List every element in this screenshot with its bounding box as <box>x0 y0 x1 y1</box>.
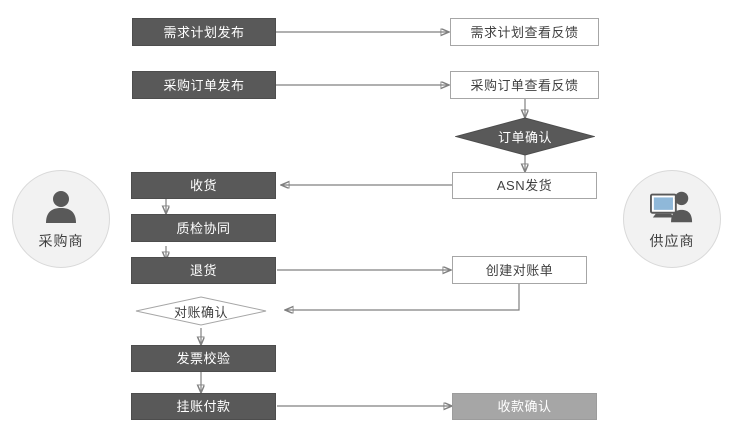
actor-supplier-label: 供应商 <box>649 233 695 249</box>
node-create-statement[interactable]: 创建对账单 <box>452 256 587 284</box>
node-purchase-order-publish[interactable]: 采购订单发布 <box>132 71 276 99</box>
actor-buyer-label: 采购商 <box>38 233 84 249</box>
node-return[interactable]: 退货 <box>131 257 276 284</box>
node-order-confirm[interactable]: 订单确认 <box>455 117 595 156</box>
node-demand-plan-review[interactable]: 需求计划查看反馈 <box>450 18 599 46</box>
node-order-confirm-label: 订单确认 <box>497 130 552 145</box>
node-statement-confirm-label: 对账确认 <box>173 304 228 320</box>
node-purchase-order-review[interactable]: 采购订单查看反馈 <box>450 71 599 99</box>
node-asn-shipment[interactable]: ASN发货 <box>452 172 597 199</box>
node-payment-posting[interactable]: 挂账付款 <box>131 393 276 420</box>
node-statement-confirm[interactable]: 对账确认 <box>135 296 267 326</box>
person-icon <box>39 187 83 227</box>
node-payment-receipt-confirm[interactable]: 收款确认 <box>452 393 597 420</box>
connector-n10-n11 <box>285 283 520 310</box>
node-receiving[interactable]: 收货 <box>131 172 276 199</box>
actor-buyer: 采购商 <box>12 170 110 268</box>
node-quality-inspection[interactable]: 质检协同 <box>131 214 276 242</box>
node-demand-plan-publish[interactable]: 需求计划发布 <box>132 18 276 46</box>
person-computer-icon <box>650 187 694 227</box>
actor-supplier: 供应商 <box>623 170 721 268</box>
node-invoice-verification[interactable]: 发票校验 <box>131 345 276 372</box>
